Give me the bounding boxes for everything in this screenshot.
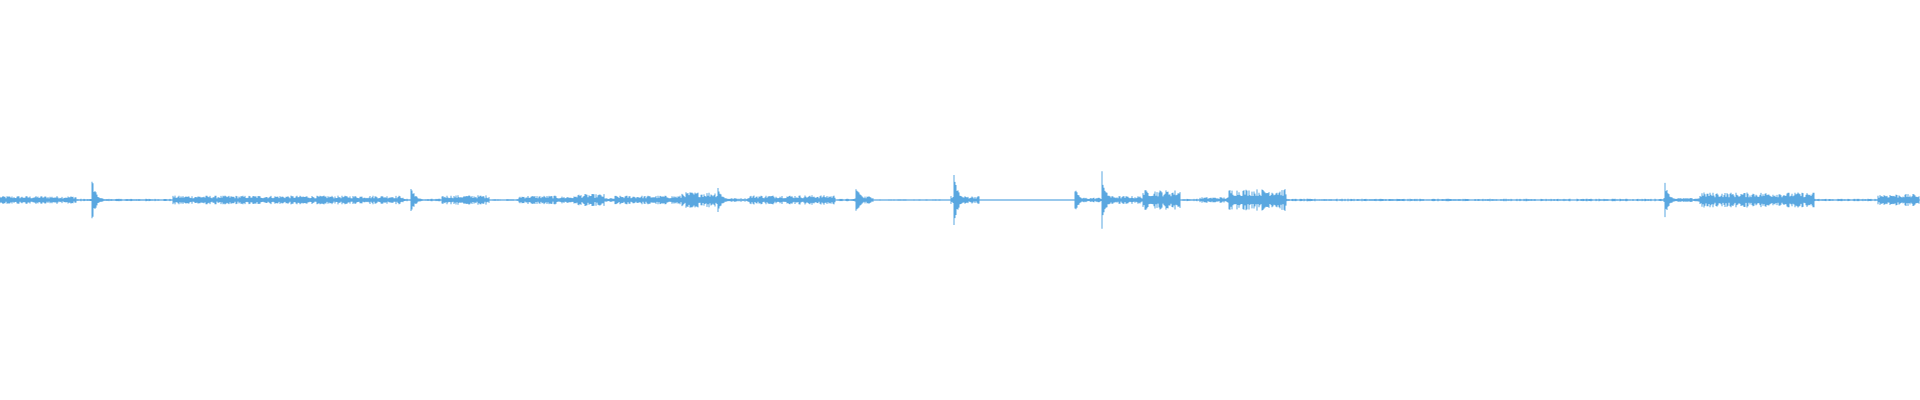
waveform-transient	[1074, 190, 1089, 210]
waveform-body	[0, 189, 1920, 211]
waveform-transients	[91, 171, 1679, 229]
waveform-transient	[953, 175, 968, 225]
waveform-transient	[91, 181, 106, 219]
waveform-transient	[410, 189, 425, 211]
waveform-transient	[1101, 171, 1116, 229]
waveform-transient	[1664, 182, 1679, 218]
waveform-transient	[855, 189, 870, 211]
waveform-transient	[717, 188, 732, 212]
waveform-samples	[0, 189, 1920, 211]
